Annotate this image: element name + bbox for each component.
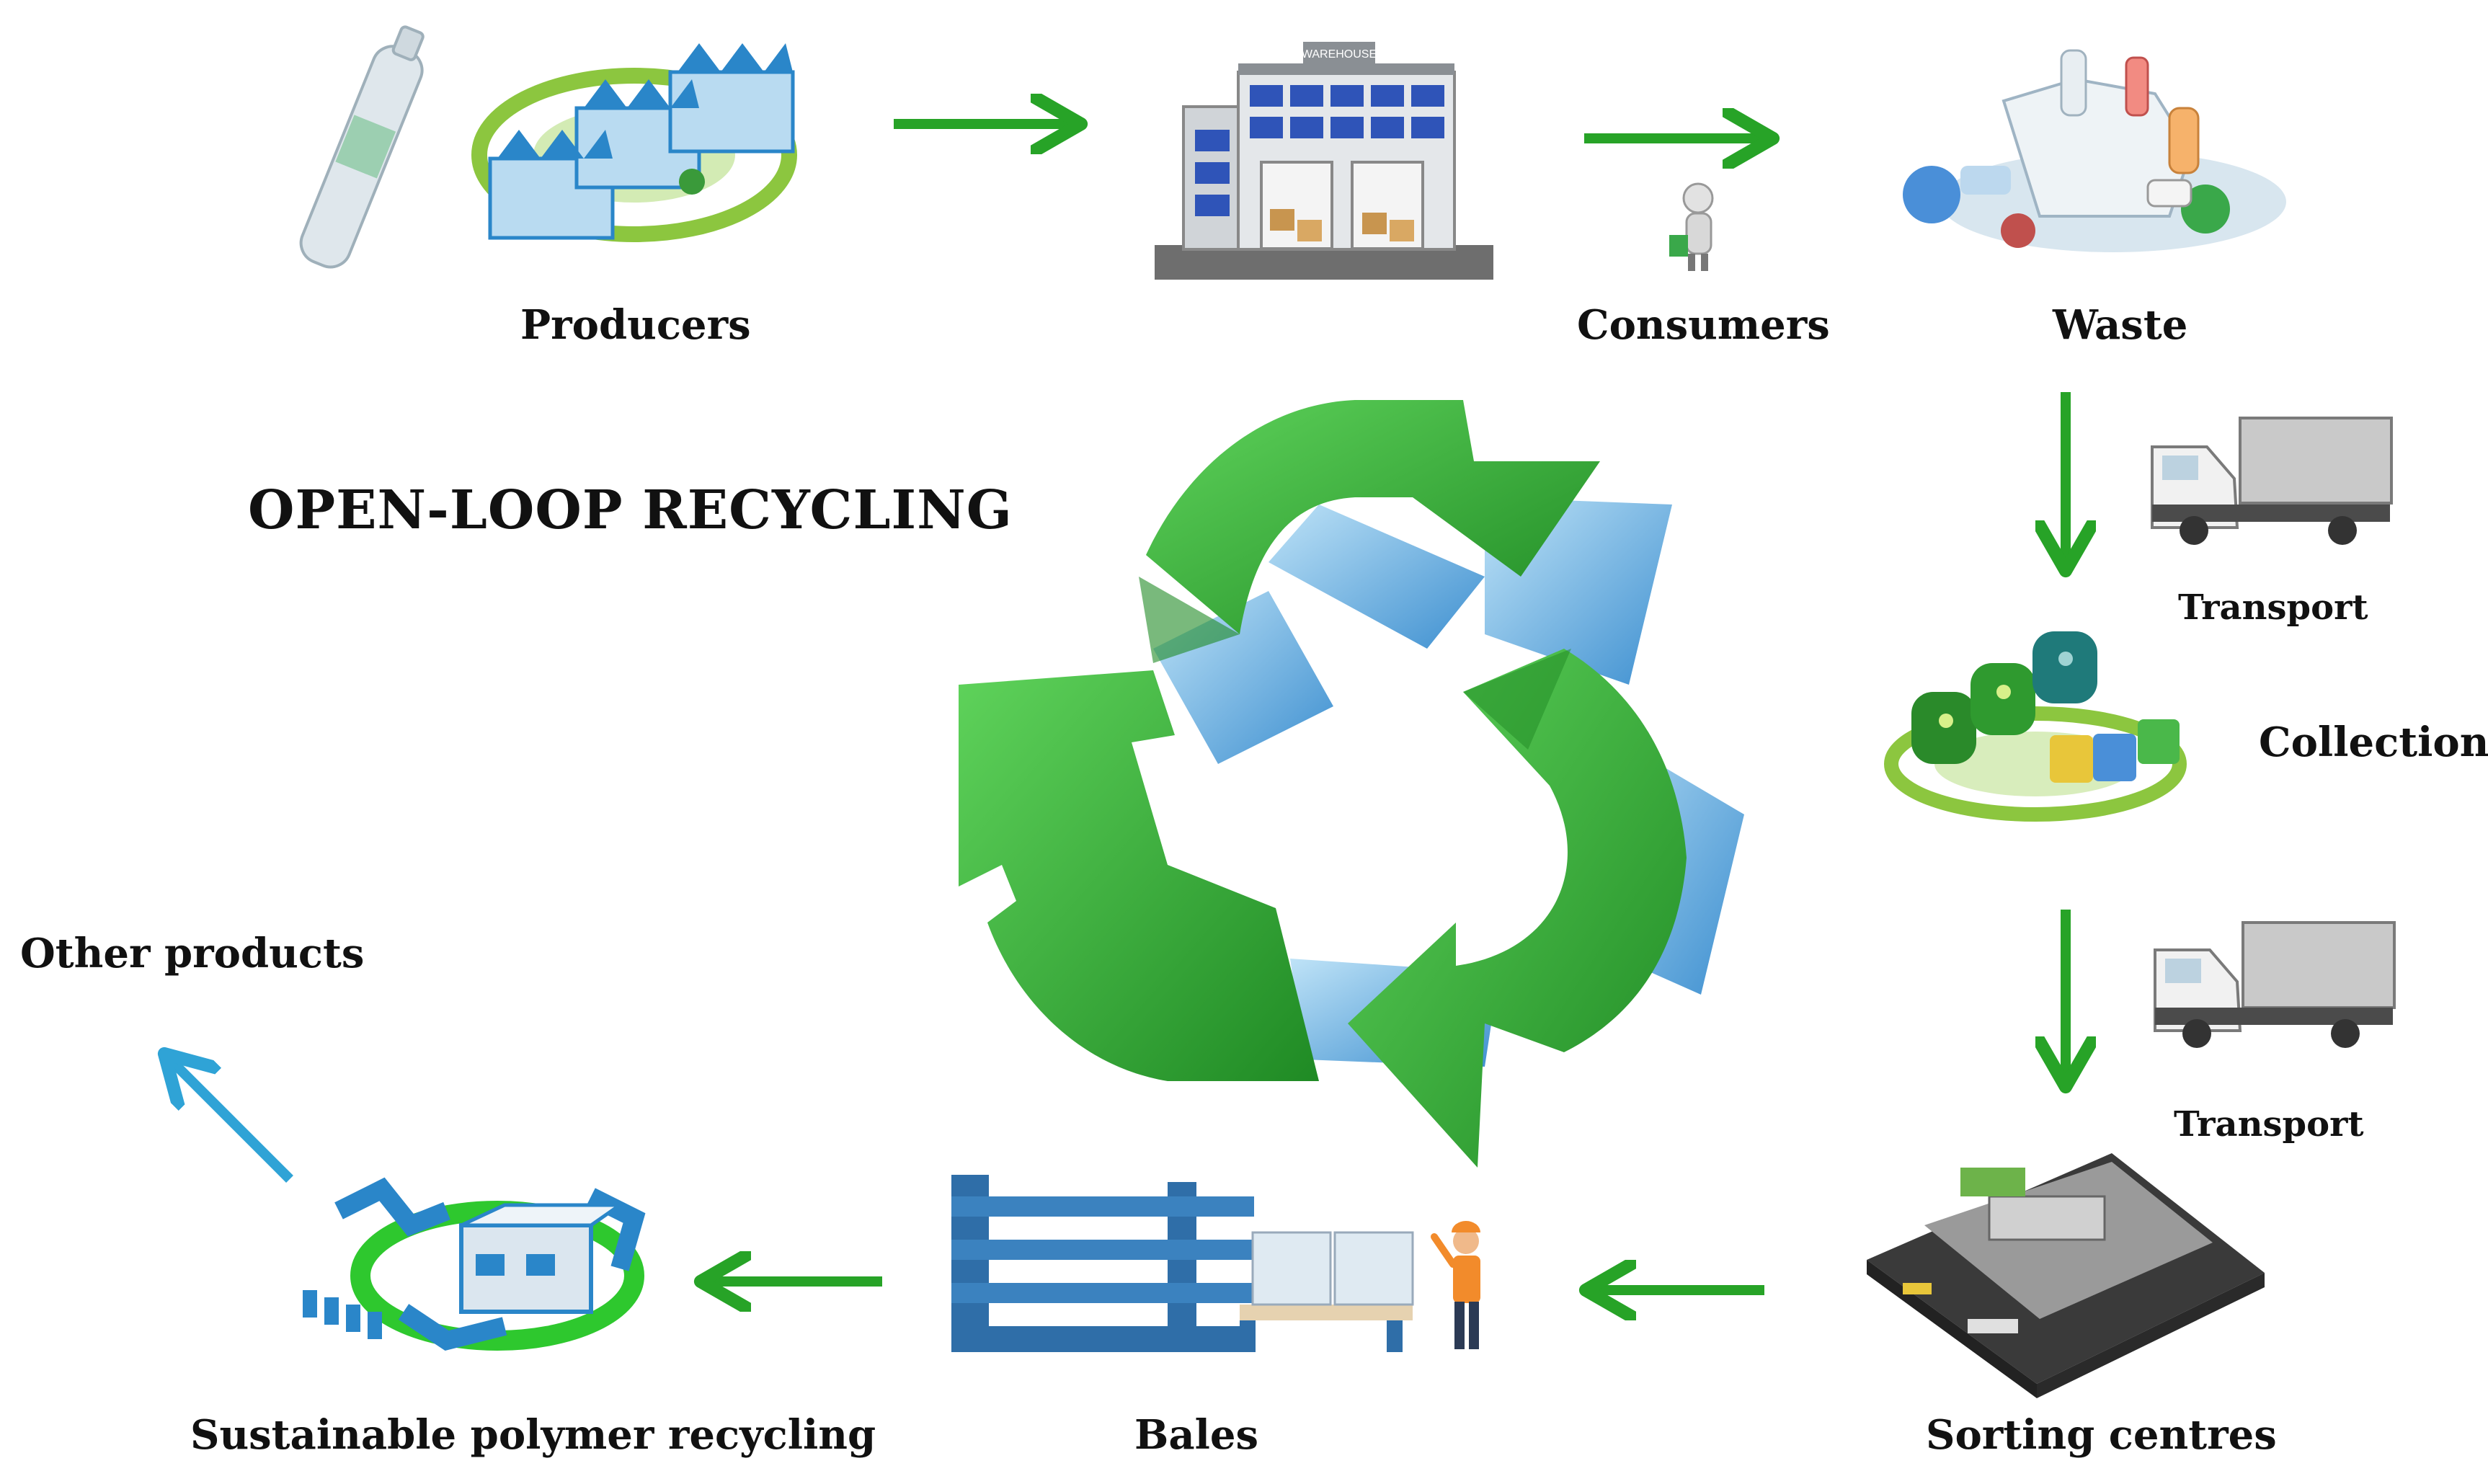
shopper-icon: [1669, 182, 1714, 271]
label-sustainable-polymer-recycling: Sustainable polymer recycling: [190, 1411, 876, 1459]
polymer-plant-icon: [303, 1177, 646, 1351]
label-consumers: Consumers: [1577, 301, 1830, 349]
waste-pile-icon: [1903, 49, 2286, 252]
collection-bins-icon: [1884, 631, 2187, 822]
truck-icon: [2154, 921, 2396, 1048]
baling-machine-icon: [951, 1175, 1414, 1352]
label-bales: Bales: [1134, 1411, 1259, 1459]
label-waste: Waste: [2053, 301, 2188, 349]
label-other-products: Other products: [20, 930, 365, 977]
factory-icon: [471, 43, 797, 242]
label-transport-2: Transport: [2174, 1104, 2364, 1145]
diagram-title: OPEN-LOOP RECYCLING: [248, 479, 1013, 541]
sorting-centre-icon: [1867, 1153, 2265, 1398]
truck-icon: [2151, 417, 2393, 545]
label-producers: Producers: [520, 301, 751, 349]
warehouse-sign: WAREHOUSE: [1302, 48, 1377, 61]
worker-icon: [1431, 1221, 1480, 1349]
recycle-symbol-icon: [959, 400, 1744, 1168]
label-collection: Collection: [2259, 719, 2488, 766]
bottle-icon: [299, 25, 425, 269]
arrow-polymer-to-other-products: [164, 1054, 293, 1183]
label-sorting-centres: Sorting centres: [1926, 1411, 2277, 1459]
warehouse-icon: WAREHOUSE: [1155, 42, 1493, 280]
label-transport-1: Transport: [2178, 587, 2368, 628]
